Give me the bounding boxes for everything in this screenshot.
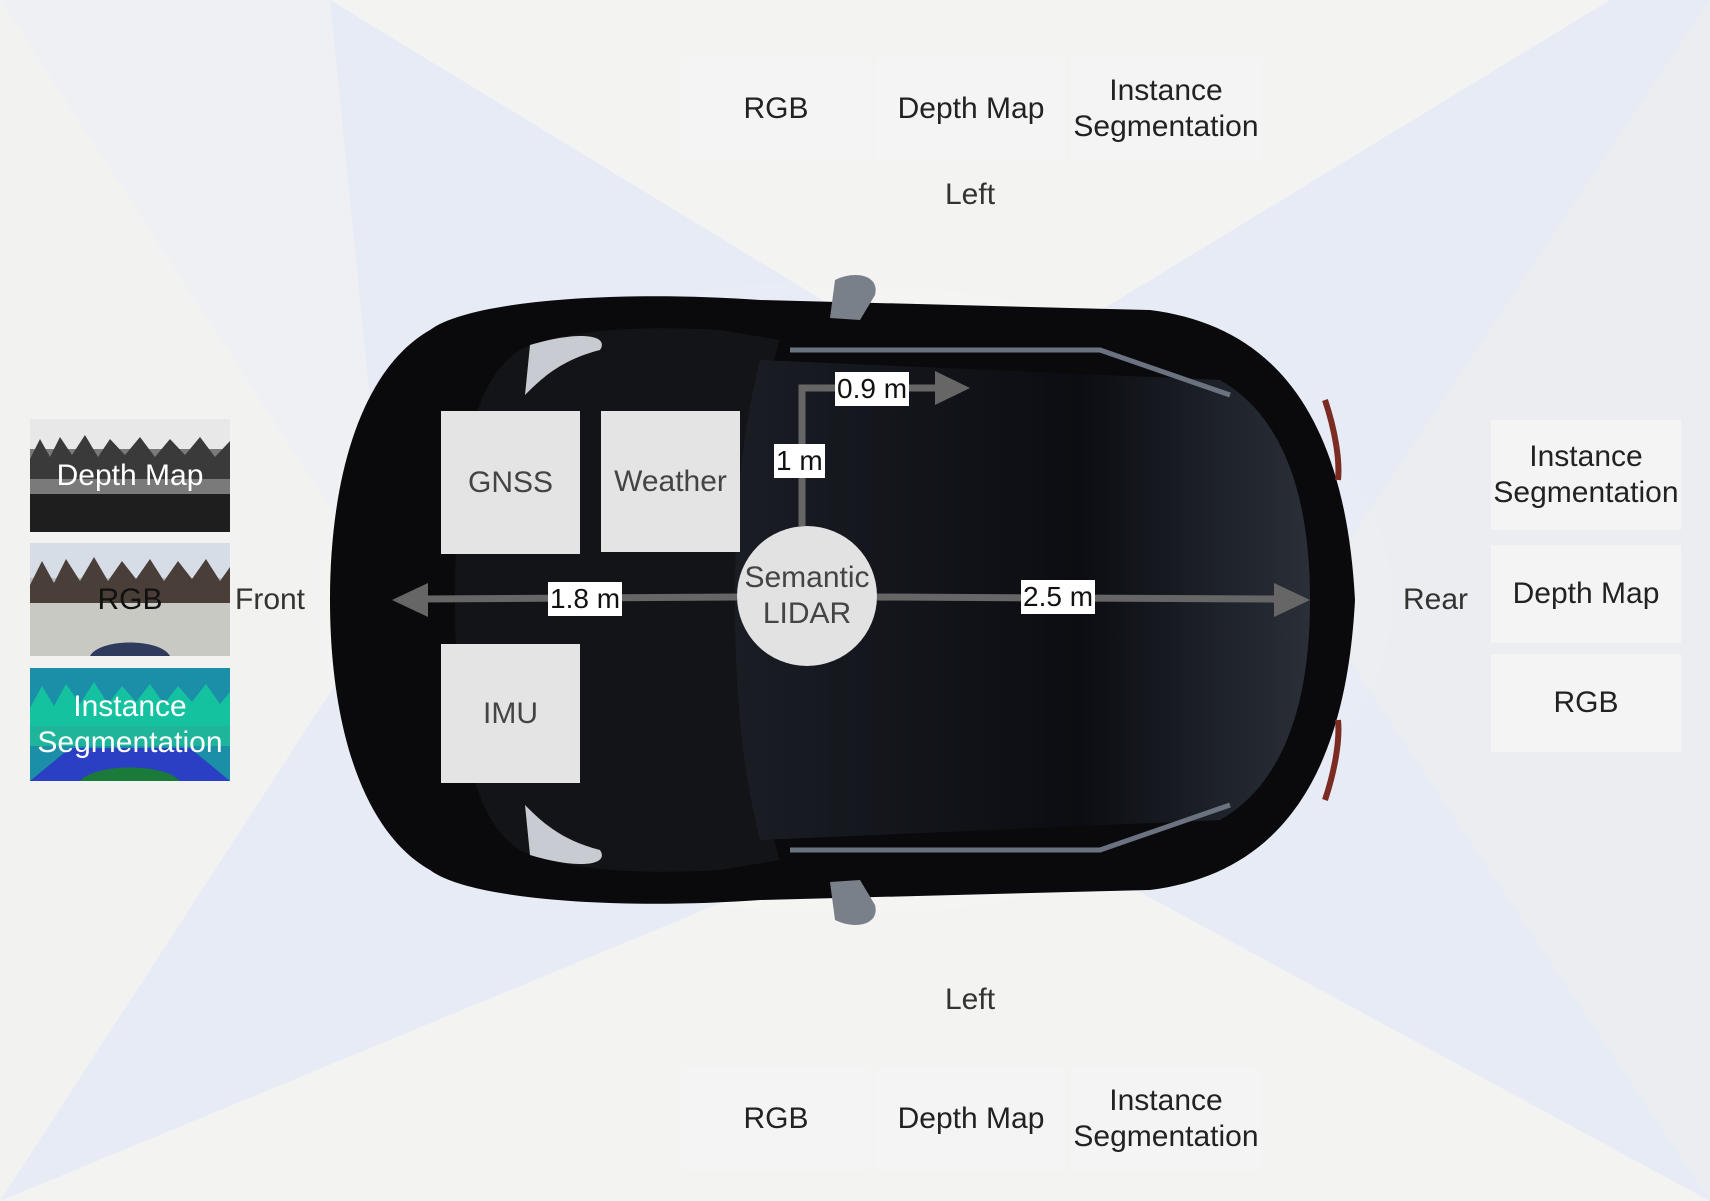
distance-up-label: 1 m <box>774 444 825 478</box>
front-depth-map-label: Depth Map <box>56 458 204 492</box>
semantic-lidar-sensor: Semantic LIDAR <box>737 526 877 666</box>
front-instance-segmentation-label: Instance Segmentation <box>37 689 223 759</box>
fov-cone-bottom <box>0 800 1710 1201</box>
fov-cone-top <box>330 0 1610 390</box>
depth-map-image <box>30 419 230 532</box>
rear-instance-segmentation-box: Instance Segmentation <box>1491 420 1681 530</box>
left-bottom-depth-map-box: Depth Map <box>876 1067 1066 1171</box>
left-top-rgb-box: RGB <box>681 57 871 161</box>
left-top-label: Left <box>945 178 996 211</box>
weather-sensor: Weather <box>601 411 740 552</box>
rgb-camera-image <box>30 543 230 656</box>
arrow-head-side <box>935 371 970 405</box>
left-top-depth-map-box: Depth Map <box>876 57 1066 161</box>
left-bottom-rgb-box: RGB <box>681 1067 871 1171</box>
arrow-head-rear <box>1274 583 1310 617</box>
left-top-instance-segmentation-box: Instance Segmentation <box>1071 57 1261 161</box>
front-depth-map-thumbnail: Depth Map <box>30 419 230 532</box>
lidar-label-line-2: LIDAR <box>762 597 852 630</box>
rear-label: Rear <box>1403 583 1469 616</box>
front-rgb-label: RGB <box>97 582 163 616</box>
front-instance-segmentation-thumbnail: Instance Segmentation <box>30 668 230 781</box>
instance-segmentation-image <box>30 668 230 781</box>
left-bottom-instance-segmentation-box: Instance Segmentation <box>1071 1067 1261 1171</box>
gnss-sensor: GNSS <box>441 411 580 554</box>
left-bottom-label: Left <box>945 983 996 1016</box>
rear-rgb-box: RGB <box>1491 654 1681 752</box>
distance-rear-label: 2.5 m <box>1021 580 1096 614</box>
rear-depth-map-box: Depth Map <box>1491 545 1681 643</box>
front-rgb-thumbnail: RGB <box>30 543 230 656</box>
imu-sensor: IMU <box>441 644 580 783</box>
distance-front-label: 1.8 m <box>548 582 623 616</box>
front-label: Front <box>235 583 306 616</box>
arrow-head-front <box>392 583 428 617</box>
lidar-label-line-1: Semantic <box>744 561 870 594</box>
distance-side-label: 0.9 m <box>835 372 910 406</box>
